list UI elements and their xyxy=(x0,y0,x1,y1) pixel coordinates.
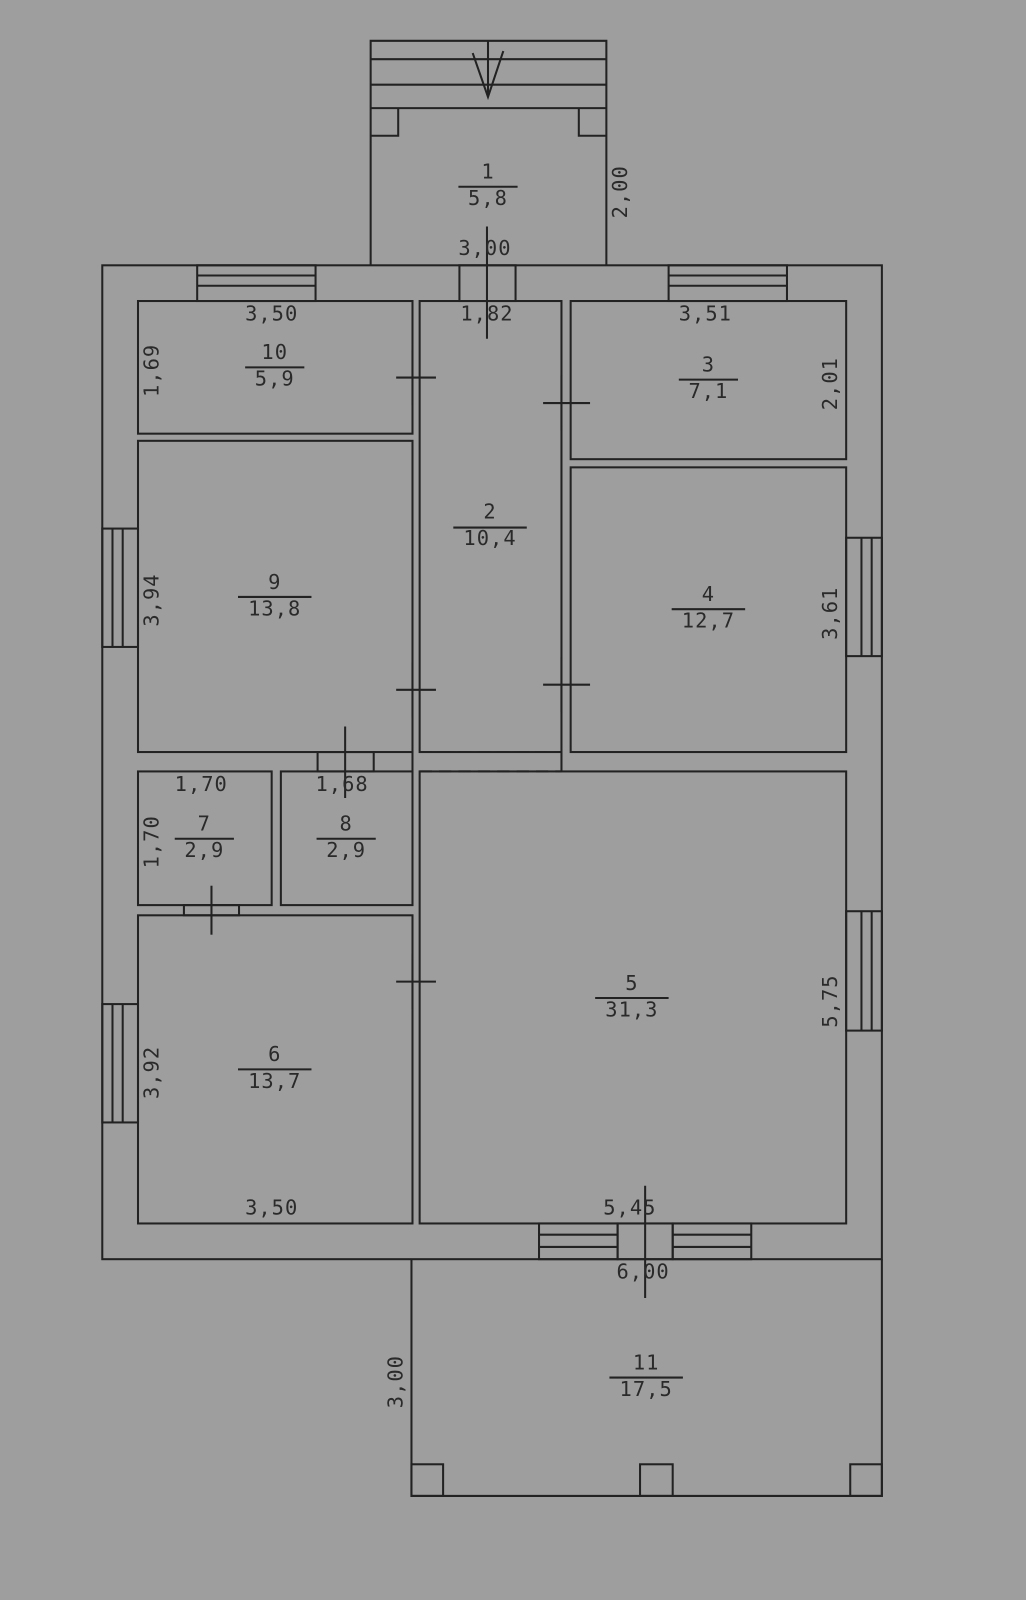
room-number: 7 xyxy=(198,812,211,836)
room-number: 11 xyxy=(633,1350,660,1374)
room-area: 17,5 xyxy=(620,1377,673,1401)
room-area: 2,9 xyxy=(184,838,224,862)
room-number: 1 xyxy=(481,160,494,184)
room-area: 5,9 xyxy=(255,367,295,391)
dimension-label: 5,75 xyxy=(818,974,842,1027)
dimension-label: 1,70 xyxy=(139,815,163,868)
room-number: 4 xyxy=(702,582,715,606)
room-area: 12,7 xyxy=(682,609,735,633)
room-area: 5,8 xyxy=(468,186,508,210)
dimension-label: 6,00 xyxy=(617,1260,670,1284)
room-area: 10,4 xyxy=(463,526,516,550)
dimension-label: 3,50 xyxy=(245,1195,298,1219)
room-number: 5 xyxy=(625,971,638,995)
dimension-label: 3,00 xyxy=(458,236,511,260)
room-number: 6 xyxy=(268,1042,281,1066)
room-area: 13,7 xyxy=(248,1069,301,1093)
room-area: 13,8 xyxy=(248,596,301,620)
dimension-label: 1,70 xyxy=(175,772,228,796)
dimension-label: 3,51 xyxy=(679,301,732,325)
dimension-label: 3,92 xyxy=(139,1046,163,1099)
dimension-label: 2,01 xyxy=(818,357,842,410)
windows xyxy=(101,264,883,1261)
room-number: 2 xyxy=(483,499,496,523)
dimension-label: 2,00 xyxy=(608,165,632,218)
dimension-label: 1,68 xyxy=(315,772,368,796)
dimension-label: 1,69 xyxy=(139,344,163,397)
walls xyxy=(101,264,883,1261)
room-number: 8 xyxy=(340,812,353,836)
porch xyxy=(369,39,608,266)
dimension-label: 3,00 xyxy=(383,1355,407,1408)
terrace xyxy=(410,1259,883,1497)
room-area: 2,9 xyxy=(326,838,366,862)
dimension-label: 5,45 xyxy=(603,1195,656,1219)
dimension-label: 3,94 xyxy=(139,573,163,626)
doors xyxy=(182,226,674,1298)
room-number: 9 xyxy=(268,570,281,594)
room-area: 7,1 xyxy=(688,379,728,403)
room-number: 3 xyxy=(702,352,715,376)
room-labels xyxy=(174,185,746,1379)
room-area: 31,3 xyxy=(605,997,658,1021)
dimension-label: 1,82 xyxy=(460,301,513,325)
room-number: 10 xyxy=(261,340,288,364)
dimension-label: 3,50 xyxy=(245,301,298,325)
dimension-label: 3,61 xyxy=(818,587,842,640)
